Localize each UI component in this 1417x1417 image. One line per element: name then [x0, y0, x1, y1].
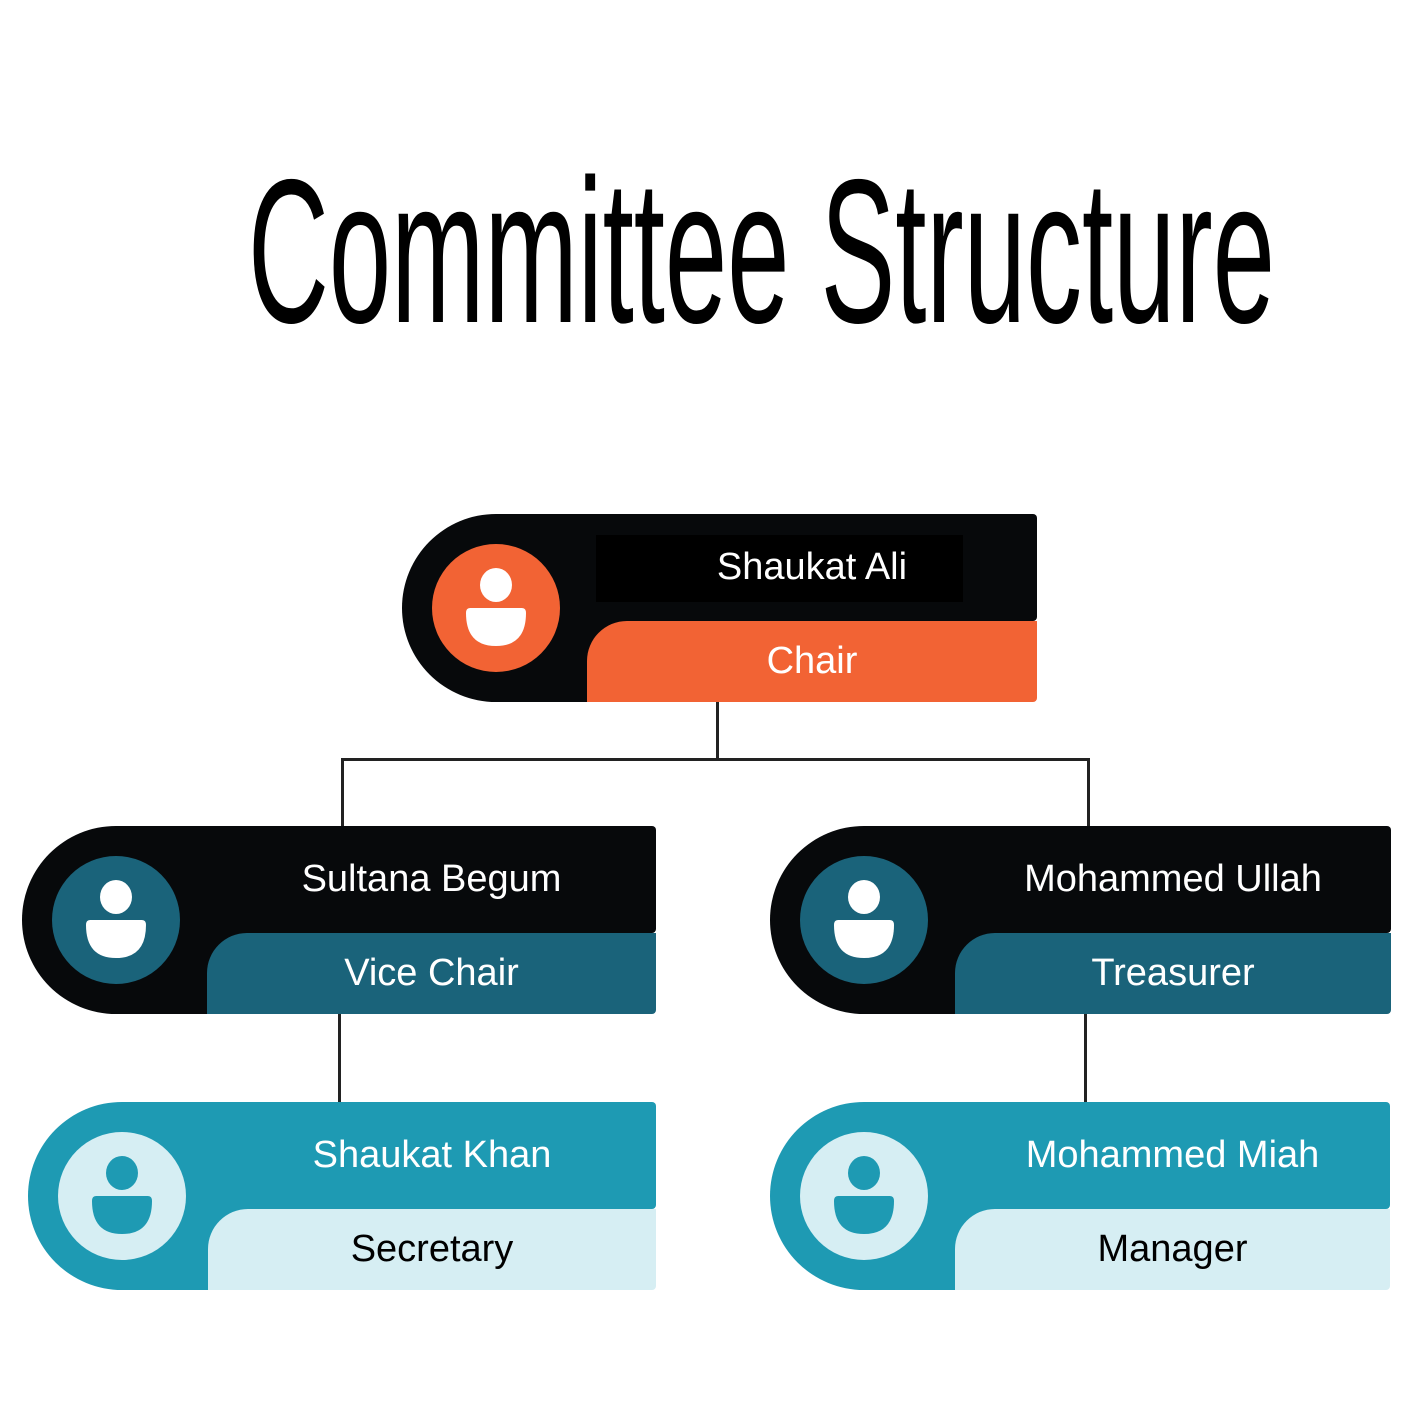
- avatar: [800, 856, 928, 984]
- member-card-treasurer: Mohammed Ullah Treasurer: [770, 826, 1391, 1014]
- member-card-secretary: Shaukat Khan Secretary: [28, 1102, 656, 1290]
- member-name: Shaukat Ali: [716, 546, 908, 588]
- member-card-manager: Mohammed Miah Manager: [770, 1102, 1390, 1290]
- member-role: Treasurer: [1091, 952, 1255, 994]
- person-icon: [834, 1156, 894, 1234]
- member-name: Mohammed Miah: [1025, 1134, 1320, 1176]
- person-icon: [86, 880, 146, 958]
- member-role: Chair: [766, 640, 858, 682]
- connector-horizontal: [341, 758, 1090, 761]
- connector-treasurer: [1087, 758, 1090, 828]
- role-band: [208, 1209, 656, 1290]
- name-band: [864, 1102, 1390, 1209]
- name-box: [596, 535, 963, 602]
- person-icon: [92, 1156, 152, 1234]
- page-title: Committee Structure: [248, 137, 1275, 366]
- member-card-vice-chair: Sultana Begum Vice Chair: [22, 826, 656, 1014]
- role-band: [207, 933, 656, 1014]
- name-band: [864, 826, 1391, 933]
- person-icon: [466, 568, 526, 646]
- role-band: [587, 621, 1037, 702]
- role-band: [955, 1209, 1390, 1290]
- role-band: [955, 933, 1391, 1014]
- page-title-svg: Committee Structure: [248, 137, 1275, 366]
- name-band: [122, 1102, 656, 1209]
- avatar: [800, 1132, 928, 1260]
- member-role: Secretary: [350, 1228, 514, 1270]
- connector-secretary: [338, 1014, 341, 1104]
- member-name: Shaukat Khan: [312, 1134, 552, 1176]
- connector-chair-down: [716, 702, 719, 761]
- member-card-chair: Shaukat Ali Chair: [402, 514, 1037, 702]
- member-name: Mohammed Ullah: [1024, 858, 1322, 900]
- avatar: [58, 1132, 186, 1260]
- member-role: Manager: [1097, 1228, 1248, 1270]
- avatar: [432, 544, 560, 672]
- member-name: Sultana Begum: [301, 858, 562, 900]
- member-role: Vice Chair: [344, 952, 519, 994]
- person-icon: [834, 880, 894, 958]
- connector-manager: [1084, 1014, 1087, 1104]
- name-band: [116, 826, 656, 933]
- avatar: [52, 856, 180, 984]
- connector-vice-chair: [341, 758, 344, 828]
